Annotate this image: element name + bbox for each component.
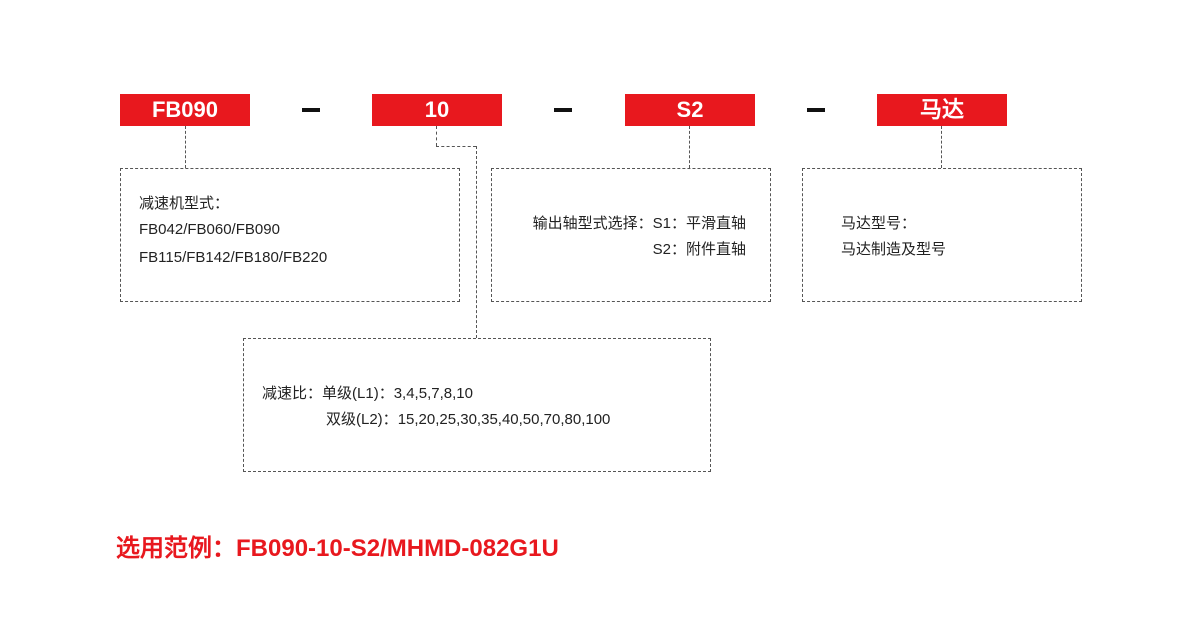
- ratio-single-row: 减速比：单级(L1)：3,4,5,7,8,10: [262, 379, 473, 409]
- shaft-option1-code: S1：: [652, 215, 686, 232]
- ratio-box-prefix: 减速比：: [262, 385, 323, 402]
- separator-dash-3: [807, 108, 825, 112]
- shaft-code-box: S2: [625, 94, 755, 126]
- motor-box-text: 马达制造及型号: [841, 241, 947, 258]
- motor-box-title: 马达型号：: [841, 215, 917, 232]
- ratio-double-row: 双级(L2)：15,20,25,30,35,40,50,70,80,100: [326, 405, 610, 435]
- ratio-double-label: 双级(L2)：: [326, 411, 398, 428]
- example-value: FB090-10-S2/MHMD-082G1U: [236, 535, 559, 562]
- model-code-box: FB090: [120, 94, 250, 126]
- model-box-line1: FB042/FB060/FB090: [139, 221, 280, 238]
- ratio-description-box: 减速比：单级(L1)：3,4,5,7,8,10 双级(L2)：15,20,25,…: [243, 338, 711, 472]
- separator-dash-2: [554, 108, 572, 112]
- shaft-option2-row: S2：附件直轴: [653, 235, 746, 265]
- model-box-title: 减速机型式：: [139, 195, 230, 212]
- ratio-connector-drop: [436, 126, 437, 146]
- shaft-option1-text: 平滑直轴: [685, 215, 746, 232]
- shaft-option2-code: S2：: [652, 241, 686, 258]
- shaft-option1-row: 输出轴型式选择：S1：平滑直轴: [533, 209, 746, 239]
- separator-dash-1: [302, 108, 320, 112]
- motor-connector: [941, 126, 942, 168]
- ratio-single-label: 单级(L1)：: [322, 385, 394, 402]
- motor-code-box: 马达: [877, 94, 1007, 126]
- model-box-line2: FB115/FB142/FB180/FB220: [139, 249, 328, 266]
- ratio-code-box: 10: [372, 94, 502, 126]
- ratio-single-values: 3,4,5,7,8,10: [393, 385, 473, 402]
- model-connector: [185, 126, 186, 168]
- shaft-box-prefix: 输出轴型式选择：: [532, 215, 653, 232]
- shaft-description-box: 输出轴型式选择：S1：平滑直轴 S2：附件直轴: [491, 168, 771, 302]
- ratio-double-values: 15,20,25,30,35,40,50,70,80,100: [397, 411, 611, 428]
- selection-example: 选用范例：FB090-10-S2/MHMD-082G1U: [116, 528, 559, 563]
- ratio-connector-long: [476, 146, 477, 338]
- example-label: 选用范例：: [116, 535, 236, 562]
- model-description-box: 减速机型式： FB042/FB060/FB090 FB115/FB142/FB1…: [120, 168, 460, 302]
- ratio-connector-horizontal: [436, 146, 476, 147]
- shaft-connector: [689, 126, 690, 168]
- shaft-option2-text: 附件直轴: [685, 241, 746, 258]
- motor-description-box: 马达型号： 马达制造及型号: [802, 168, 1082, 302]
